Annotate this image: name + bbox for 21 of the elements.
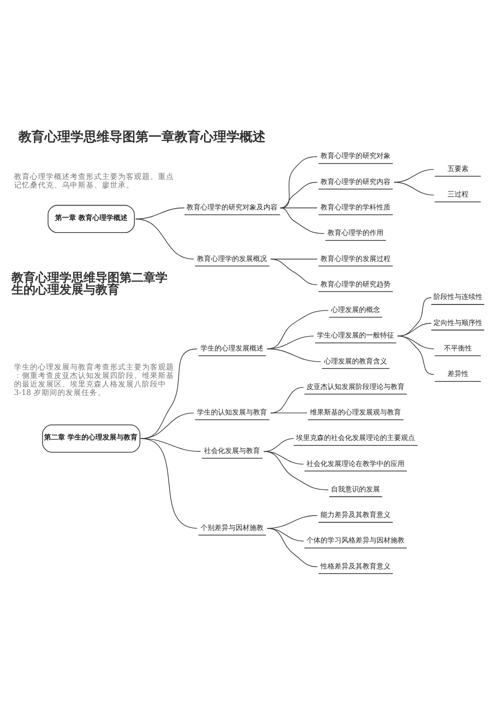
connector xyxy=(266,348,321,362)
connector xyxy=(266,528,318,568)
connector xyxy=(263,451,329,490)
connector xyxy=(140,438,201,452)
connector xyxy=(280,208,324,234)
connector xyxy=(140,412,194,439)
connector xyxy=(280,182,318,208)
connector xyxy=(280,156,318,208)
label: 教育心理学概述考查形式主要为客观题。重点记忆桑代克、乌申斯基、廖世承。 xyxy=(14,172,174,190)
diagram-title: 教育心理学思维导图第一章教育心理学概述 xyxy=(18,130,266,146)
connector xyxy=(397,297,432,336)
label: 学生的心理发展与教育考查形式主要为客观题：侧重考查皮亚杰认知发展四阶段、维果斯基的最近发展区、埃里克森人格发展八阶段中 3-18 岁期间的发展任务。 xyxy=(14,362,174,398)
connector xyxy=(135,218,194,260)
connector xyxy=(140,348,198,439)
label: 教育心理学思维导图第二章学生的心理发展与教育 xyxy=(12,270,168,296)
connector xyxy=(270,258,318,286)
connector xyxy=(394,182,434,196)
connector xyxy=(397,322,432,336)
connector xyxy=(397,336,434,375)
connector xyxy=(140,438,198,529)
connector xyxy=(270,412,308,414)
